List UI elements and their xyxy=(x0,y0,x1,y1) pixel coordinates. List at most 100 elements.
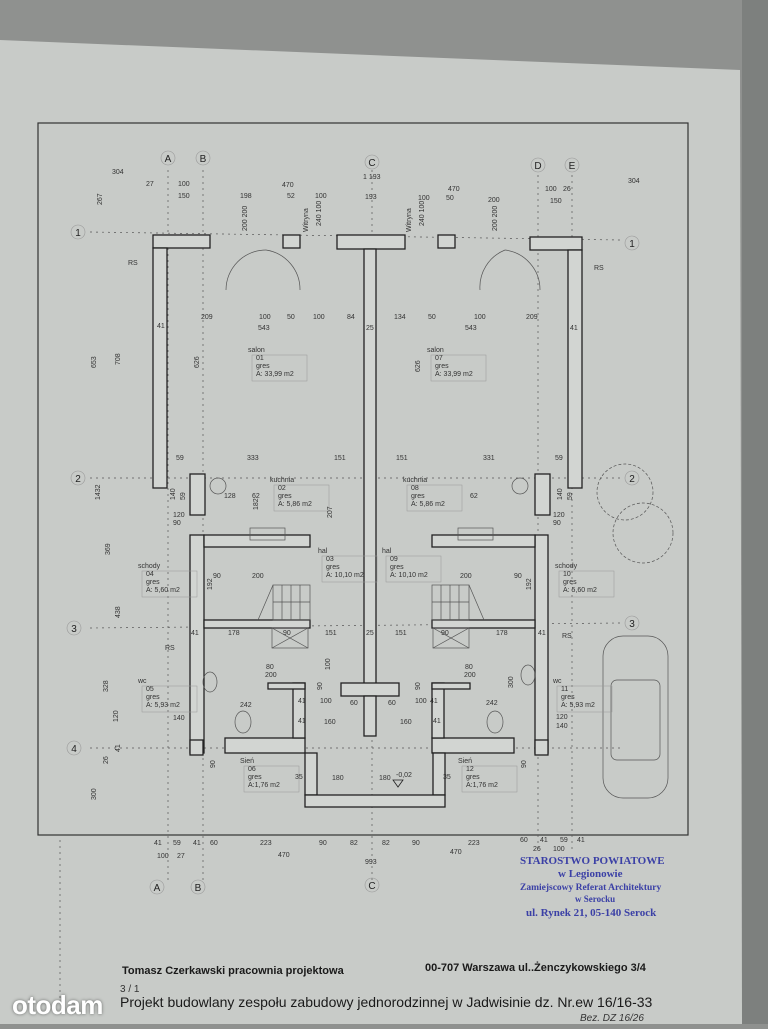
room-area: A:1,76 m2 xyxy=(466,782,498,789)
room-floor: gres xyxy=(561,694,575,701)
grid-axis-label: D xyxy=(534,161,541,172)
room-no: 03 xyxy=(326,556,334,563)
project-title: Projekt budowlany zespołu zabudowy jedno… xyxy=(120,994,653,1010)
room-name: kuchnia xyxy=(403,477,427,484)
dimension-label: 100 xyxy=(325,658,332,670)
grid-bubble-icon xyxy=(624,470,640,486)
dimension-label: 242 xyxy=(486,700,498,707)
dimension-label: 90 xyxy=(521,760,528,768)
rs-label: RS xyxy=(128,260,138,267)
room-floor: gres xyxy=(256,363,270,370)
dimension-label: 626 xyxy=(415,360,422,372)
dimension-label: 62 xyxy=(470,493,478,500)
dimension-label: 140 xyxy=(170,488,177,500)
dimension-label: 100 xyxy=(320,698,332,705)
dimension-label: 41 xyxy=(430,698,438,705)
dimension-label: 100 xyxy=(315,193,327,200)
room-name: schody xyxy=(555,563,578,570)
dimension-label: 300 xyxy=(508,676,515,688)
room-floor: gres xyxy=(435,363,449,370)
dimension-label: 1 193 xyxy=(363,174,381,181)
dimension-label: 140 xyxy=(557,488,564,500)
grid-bubble-icon xyxy=(190,879,206,895)
grid-axis-label: 4 xyxy=(71,744,77,755)
room-name: salon xyxy=(427,347,444,354)
dimension-label: 59 xyxy=(567,492,574,500)
dimension-label: 267 xyxy=(97,193,104,205)
grid-axis-label: 1 xyxy=(75,228,81,239)
dimension-label: 653 xyxy=(91,356,98,368)
svg-text:ul. Rynek 21, 05-140 Serock: ul. Rynek 21, 05-140 Serock xyxy=(526,907,657,919)
grid-axis-label: C xyxy=(368,881,375,892)
dimension-label: 160 xyxy=(324,719,336,726)
dimension-label: 240 100 xyxy=(316,201,323,226)
dimension-label: 41 xyxy=(154,840,162,847)
grid-bubble-icon xyxy=(66,620,82,636)
grid-bubble-icon xyxy=(160,150,176,166)
dimension-label: 50 xyxy=(287,314,295,321)
grid-axis-label: 1 xyxy=(629,239,635,250)
room-area: A: 5,93 m2 xyxy=(561,702,595,709)
rs-label: RS xyxy=(165,645,175,652)
grid-bubble-icon xyxy=(624,615,640,631)
dimension-label: 223 xyxy=(468,840,480,847)
tree-icon xyxy=(596,463,654,521)
room-name: kuchnia xyxy=(270,477,294,484)
room-name: hal xyxy=(318,548,328,555)
room-name: wc xyxy=(137,678,147,685)
dimension-label: 182 xyxy=(253,498,260,510)
dimension-label: 41 xyxy=(538,630,546,637)
dimension-label: 180 xyxy=(332,775,344,782)
office-name: Tomasz Czerkawski pracownia projektowa xyxy=(122,965,345,977)
room-area: A: 10,10 m2 xyxy=(326,572,364,579)
tree-icon xyxy=(612,502,674,564)
room-name: hal xyxy=(382,548,392,555)
drawing-frame xyxy=(37,122,689,836)
dimension-label: 41 xyxy=(433,718,441,725)
room-area: A: 5,93 m2 xyxy=(146,702,180,709)
dimension-label: 240 100 xyxy=(419,201,426,226)
car-icon xyxy=(602,635,669,799)
dimension-label: 90 xyxy=(173,520,181,527)
dimension-label: 543 xyxy=(465,325,477,332)
dimension-label: 120 xyxy=(553,512,565,519)
dimension-label: 25 xyxy=(366,325,374,332)
office-address: 00-707 Warszawa ul..Żenczykowskiego 3/4 xyxy=(425,961,647,974)
dimension-label: 192 xyxy=(207,578,214,590)
dimension-label: 41 xyxy=(298,718,306,725)
dimension-label: 41 xyxy=(570,325,578,332)
dimension-label: 90 xyxy=(553,520,561,527)
room-name: wc xyxy=(552,678,562,685)
dimension-label: 242 xyxy=(240,702,252,709)
dimension-label: 193 xyxy=(365,194,377,201)
room-no: 01 xyxy=(256,355,264,362)
grid-bubble-icon xyxy=(66,740,82,756)
room-area: A: 5,86 m2 xyxy=(411,501,445,508)
room-floor: gres xyxy=(563,579,577,586)
dimension-label: 41 xyxy=(191,630,199,637)
dimension-label: 200 200 xyxy=(242,206,249,231)
room-no: 02 xyxy=(278,485,286,492)
room-no: 06 xyxy=(248,766,256,773)
dimension-label: 100 xyxy=(474,314,486,321)
dimension-label: 100 xyxy=(418,195,430,202)
dimension-label: 90 xyxy=(441,630,449,637)
room-no: 09 xyxy=(390,556,398,563)
dimension-label: 333 xyxy=(247,455,259,462)
room-no: 10 xyxy=(563,571,571,578)
dimension-label: 90 xyxy=(319,840,327,847)
dimension-label: 470 xyxy=(282,182,294,189)
dimension-label: 60 xyxy=(520,837,528,844)
dimension-label: 178 xyxy=(496,630,508,637)
dimension-label: 60 xyxy=(388,700,396,707)
sheet-number: 3 / 1 xyxy=(120,984,140,995)
dimension-label: 304 xyxy=(112,169,124,176)
